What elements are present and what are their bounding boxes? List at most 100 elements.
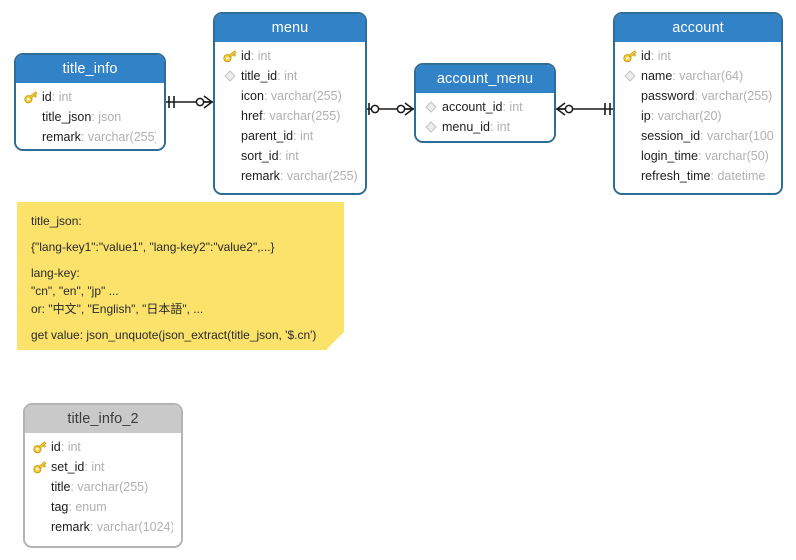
field-icon-none [621, 128, 639, 144]
note-fold-corner-icon [326, 332, 344, 350]
field-label: set_id: int [51, 460, 105, 474]
field-type: : varchar(255) [262, 109, 341, 123]
field-icon-none [22, 109, 40, 125]
field-label: href: varchar(255) [241, 109, 340, 123]
relationship-menu-account_menu[interactable] [367, 99, 414, 119]
relationship-account_menu-account[interactable] [556, 99, 613, 119]
field-row[interactable]: remark: varchar(255) [16, 127, 164, 147]
field-name: id [51, 440, 61, 454]
entity-table-account[interactable]: account id: int name: varchar(64) password:… [613, 12, 783, 195]
field-row[interactable]: title_json: json [16, 107, 164, 127]
field-label: ip: varchar(20) [641, 109, 722, 123]
field-icon-none [221, 148, 239, 164]
field-icon-none [31, 519, 49, 535]
field-type: : int [277, 69, 298, 83]
field-type: : varchar(255) [80, 130, 156, 144]
field-label: name: varchar(64) [641, 69, 743, 83]
field-label: sort_id: int [241, 149, 299, 163]
field-row[interactable]: account_id: int [416, 97, 554, 117]
field-label: title_json: json [42, 110, 121, 124]
field-row[interactable]: icon: varchar(255) [215, 86, 365, 106]
field-row[interactable]: id: int [215, 46, 365, 66]
field-icon-none [31, 479, 49, 495]
entity-fields-title_info: id: int title_json: json remark: varchar(2… [16, 83, 164, 149]
field-icon-none [221, 168, 239, 184]
entity-title-title_info_2: title_info_2 [25, 405, 181, 433]
field-name: login_time [641, 149, 698, 163]
field-label: id: int [641, 49, 671, 63]
entity-title-account: account [615, 14, 781, 42]
field-name: id [241, 49, 251, 63]
field-name: tag [51, 500, 69, 514]
field-row[interactable]: title_id: int [215, 66, 365, 86]
sticky-note-title_json-note[interactable]: title_json:{"lang-key1":"value1", "lang-… [17, 202, 344, 350]
field-icon-none [621, 88, 639, 104]
note-line: or: "中文", "English", "日本語", ... [31, 302, 204, 316]
field-row[interactable]: tag: enum [25, 497, 181, 517]
field-row[interactable]: remark: varchar(255) [215, 166, 365, 186]
field-icon-none [621, 108, 639, 124]
field-row[interactable]: id: int [25, 437, 181, 457]
field-row[interactable]: ip: varchar(20) [615, 106, 781, 126]
field-row[interactable]: remark: varchar(1024) [25, 517, 181, 537]
field-row[interactable]: session_id: varchar(100) [615, 126, 781, 146]
field-label: account_id: int [442, 100, 523, 114]
field-row[interactable]: title: varchar(255) [25, 477, 181, 497]
field-name: parent_id [241, 129, 294, 143]
field-row[interactable]: login_time: varchar(50) [615, 146, 781, 166]
key-icon [621, 48, 639, 64]
field-type: : varchar(255) [279, 169, 357, 183]
key-icon [221, 48, 239, 64]
field-name: account_id [442, 100, 503, 114]
field-label: title: varchar(255) [51, 480, 148, 494]
entity-title-account_menu: account_menu [416, 65, 554, 93]
field-name: ip [641, 109, 651, 123]
field-row[interactable]: id: int [16, 87, 164, 107]
field-name: name [641, 69, 673, 83]
field-row[interactable]: id: int [615, 46, 781, 66]
field-row[interactable]: href: varchar(255) [215, 106, 365, 126]
field-type: : int [650, 49, 671, 63]
field-type: : varchar(255) [263, 89, 342, 103]
entity-fields-account: id: int name: varchar(64) password: varcha… [615, 42, 781, 192]
field-name: menu_id [442, 120, 490, 134]
field-row[interactable]: refresh_time: datetime [615, 166, 781, 186]
relationship-title_info-menu[interactable] [166, 92, 213, 112]
diamond-icon [422, 119, 440, 135]
field-name: sort_id [241, 149, 279, 163]
field-type: : int [84, 460, 105, 474]
entity-title-menu: menu [215, 14, 365, 42]
field-type: : varchar(255) [70, 480, 149, 494]
field-label: id: int [42, 90, 72, 104]
field-type: : int [502, 100, 523, 114]
field-name: id [42, 90, 52, 104]
field-row[interactable]: password: varchar(255) [615, 86, 781, 106]
field-row[interactable]: set_id: int [25, 457, 181, 477]
field-type: : int [250, 49, 271, 63]
note-line: title_json: [31, 214, 82, 228]
field-row[interactable]: name: varchar(64) [615, 66, 781, 86]
field-row[interactable]: parent_id: int [215, 126, 365, 146]
diamond-icon [221, 68, 239, 84]
field-label: refresh_time: datetime [641, 169, 765, 183]
field-type: : datetime [710, 169, 766, 183]
field-name: session_id [641, 129, 701, 143]
field-type: : int [489, 120, 511, 134]
field-name: title_id [241, 69, 278, 83]
field-type: : varchar(1024) [89, 520, 173, 534]
field-type: : int [293, 129, 314, 143]
field-label: login_time: varchar(50) [641, 149, 769, 163]
field-label: id: int [241, 49, 271, 63]
field-icon-none [31, 499, 49, 515]
field-row[interactable]: menu_id: int [416, 117, 554, 137]
field-row[interactable]: sort_id: int [215, 146, 365, 166]
field-icon-none [621, 168, 639, 184]
key-icon [31, 459, 49, 475]
